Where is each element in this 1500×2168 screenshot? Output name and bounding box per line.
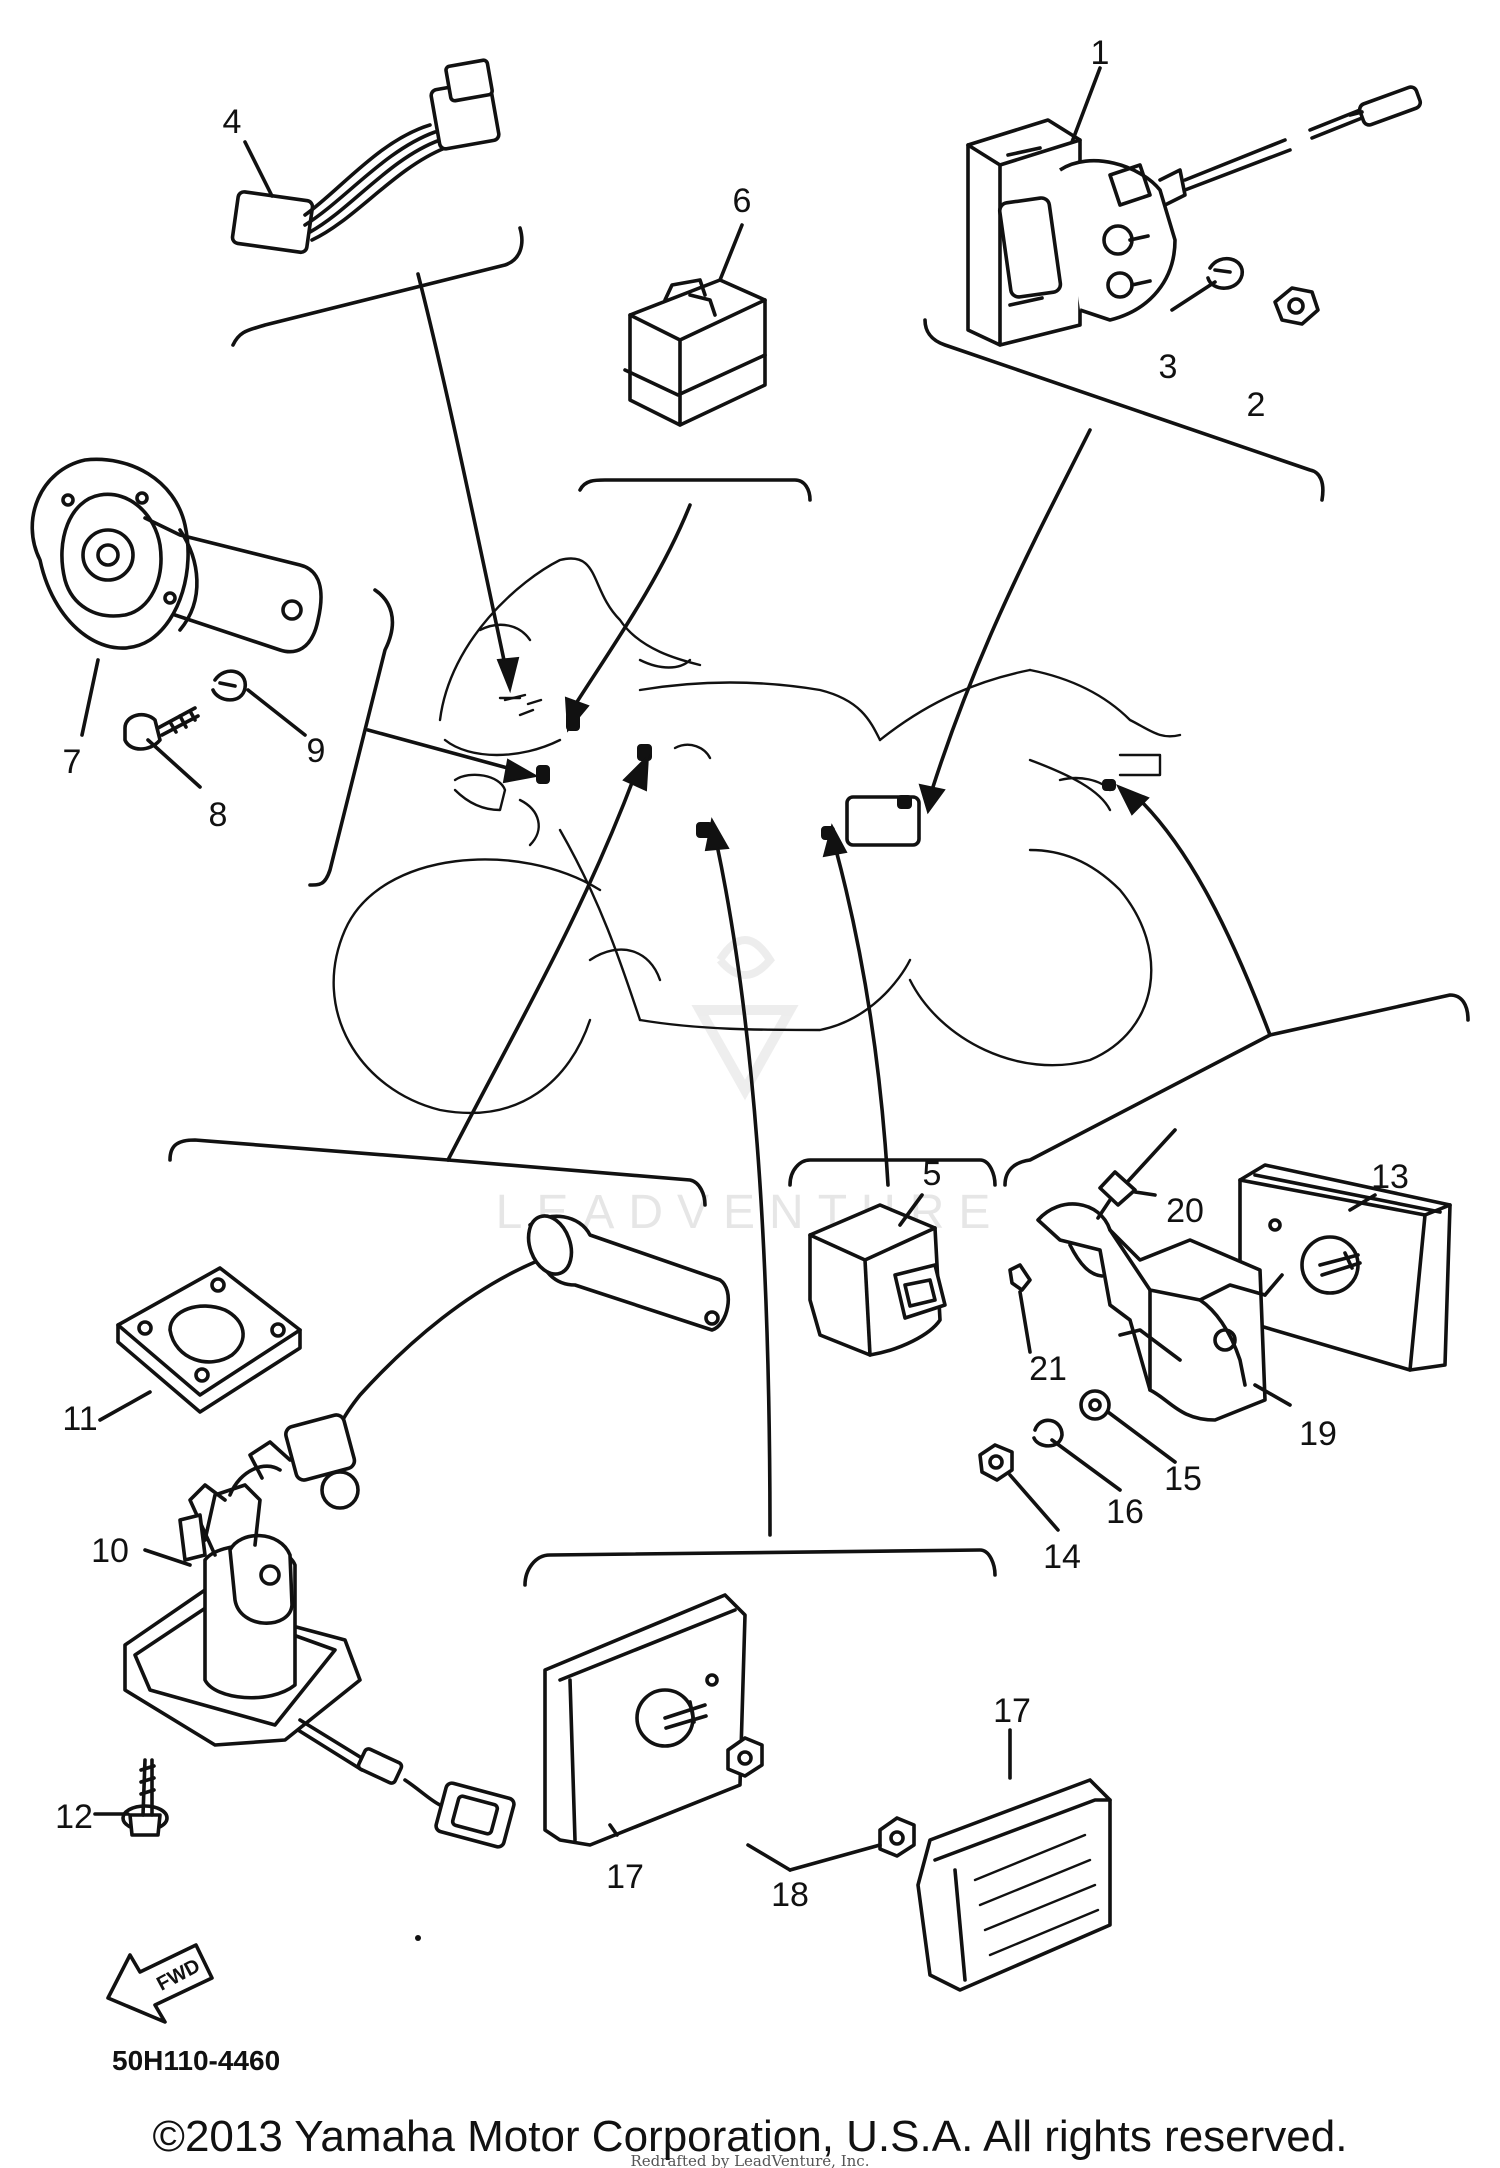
callout-8: 8	[209, 796, 228, 834]
part-7-horn	[30, 457, 323, 654]
callout-17b: 17	[993, 1692, 1031, 1730]
leader-lines	[366, 272, 1272, 1537]
part-17-reflector-a	[543, 1593, 747, 1847]
callout-16: 16	[1106, 1493, 1144, 1531]
callout-21: 21	[1029, 1350, 1067, 1388]
part-8-9-fasteners	[123, 669, 247, 751]
bracket-horn-group	[308, 588, 395, 887]
callout-9: 9	[307, 732, 326, 770]
part-13-reflector	[1238, 1163, 1452, 1372]
callout-6: 6	[733, 182, 752, 220]
part-11-gasket	[116, 1266, 302, 1414]
part-5-flasher-relay	[808, 1203, 947, 1357]
part-14-15-16-hardware	[978, 1389, 1111, 1482]
fwd-arrow-icon: FWD	[106, 1943, 214, 2024]
part-21-clip	[1008, 1263, 1032, 1292]
callout-leaders	[80, 66, 1377, 1837]
callout-5: 5	[923, 1155, 942, 1193]
callout-14: 14	[1043, 1538, 1081, 1576]
bike-location-markers	[498, 696, 1116, 847]
part-10-fuel-sender	[123, 1214, 730, 1849]
callout-13: 13	[1371, 1158, 1409, 1196]
part-4-wire-harness	[230, 58, 524, 347]
callout-7: 7	[63, 743, 82, 781]
part-17-reflector-b	[916, 1778, 1112, 1992]
callout-numbers: 1 2 3 4 6 7 8 9 5 13 20 21 19 15 16 14 1…	[55, 34, 1409, 1914]
callout-2: 2	[1247, 386, 1266, 424]
callout-18: 18	[771, 1876, 809, 1914]
callout-19: 19	[1299, 1415, 1337, 1453]
part-6-relay	[578, 278, 812, 502]
callout-20: 20	[1166, 1192, 1204, 1230]
callout-15: 15	[1164, 1460, 1202, 1498]
motorcycle-outline	[332, 557, 1182, 1115]
part-12-screw	[121, 1758, 169, 1837]
callout-4: 4	[223, 103, 242, 141]
callout-1: 1	[1091, 34, 1110, 72]
part-1-starter-relay	[923, 85, 1423, 502]
diagram-code: 50H110-4460	[112, 2045, 280, 2076]
credit-text: Redrafted by LeadVenture, Inc.	[631, 2152, 870, 2168]
callout-17a: 17	[606, 1858, 644, 1896]
part-20-rivet	[1096, 1128, 1177, 1220]
group-braces	[168, 993, 1470, 1587]
part-19-bracket	[1036, 1202, 1284, 1422]
callout-3: 3	[1159, 348, 1178, 386]
copyright-notice: ©2013 Yamaha Motor Corporation, U.S.A. A…	[152, 2112, 1348, 2161]
part-18-nuts	[726, 1736, 916, 1872]
callout-12: 12	[55, 1798, 93, 1836]
callout-10: 10	[91, 1532, 129, 1570]
stray-dot	[415, 1935, 421, 1941]
callout-11: 11	[62, 1400, 97, 1438]
